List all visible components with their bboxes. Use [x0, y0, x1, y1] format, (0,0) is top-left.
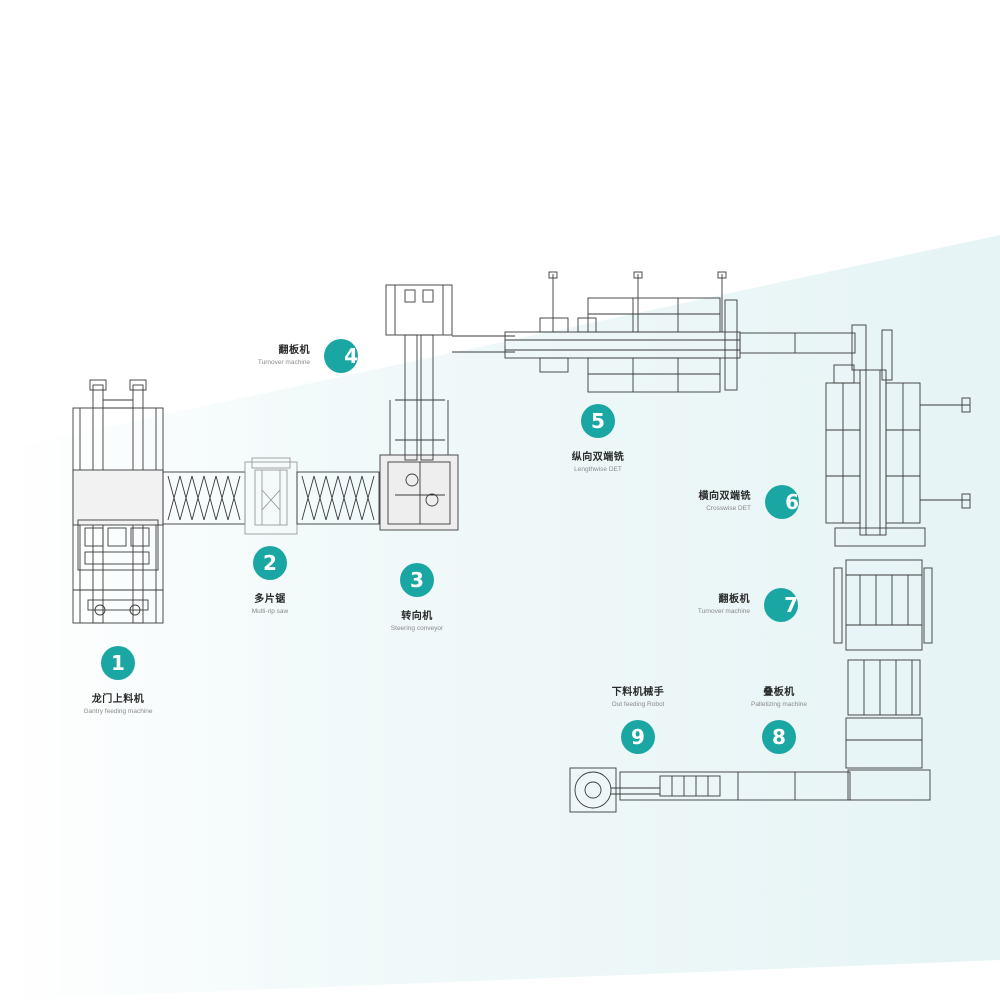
station-name-zh: 龙门上料机	[91, 694, 145, 705]
turnover-machine-tower-drawing	[385, 284, 453, 461]
station-badge: 7	[764, 588, 798, 622]
station-badge: 1	[101, 646, 135, 680]
infeed-conveyor-drawing	[162, 471, 246, 525]
station-name-zh: 纵向双端铣	[571, 452, 625, 463]
station-name-en: Turnover machine	[257, 359, 310, 366]
station-badge: 8	[762, 720, 796, 754]
station-name-en: Lengthwise DET	[574, 466, 622, 473]
station-2: 2 多片锯 Multi-rip saw	[170, 546, 370, 615]
station-name-en: Gantry feeding machine	[83, 708, 153, 715]
station-name-zh: 多片锯	[254, 594, 286, 605]
palletizing-machine-drawing	[845, 659, 931, 801]
outfeed-conveyor-drawing	[296, 471, 380, 525]
station-name-en: Turnover machine	[697, 608, 750, 615]
transfer-conveyor-drawing	[739, 324, 867, 371]
station-9: 下料机械手 Out feeding Robot 9	[538, 683, 738, 754]
station-name-zh: 翻板机	[718, 594, 750, 605]
station-name-en: Multi-rip saw	[251, 608, 289, 615]
station-1: 1 龙门上料机 Gantry feeding machine	[18, 646, 218, 715]
station-8: 叠板机 Palletizing machine 8	[679, 683, 879, 754]
gantry-feeding-machine-drawing	[72, 379, 164, 624]
station-badge: 5	[581, 404, 615, 438]
station-name-zh: 叠板机	[763, 687, 795, 698]
station-badge: 9	[621, 720, 655, 754]
station-name-en: Palletizing machine	[750, 701, 807, 708]
crosswise-det-drawing	[825, 329, 971, 547]
station-name-en: Steering conveyor	[390, 625, 444, 632]
station-name-zh: 横向双端铣	[698, 491, 751, 502]
station-name-zh: 转向机	[401, 611, 433, 622]
station-5: 5 纵向双端铣 Lengthwise DET	[498, 404, 698, 473]
station-badge: 3	[400, 563, 434, 597]
station-badge: 6	[765, 485, 799, 519]
station-3: 3 转向机 Steering conveyor	[317, 563, 517, 632]
lengthwise-det-drawing	[504, 271, 741, 393]
station-name-zh: 下料机械手	[611, 687, 665, 698]
turnover-machine-vertical-drawing	[833, 559, 933, 651]
multi-rip-saw-drawing	[244, 457, 298, 535]
out-feeding-robot-drawing	[569, 767, 660, 813]
station-name-en: Crosswise DET	[706, 505, 751, 512]
station-name-zh: 翻板机	[278, 345, 310, 356]
station-badge: 2	[253, 546, 287, 580]
station-name-en: Out feeding Robot	[611, 701, 665, 708]
bridge-conveyor-drawing	[452, 335, 515, 353]
outfeed-line-drawing	[619, 771, 851, 801]
station-badge: 4	[324, 339, 358, 373]
steering-conveyor-drawing	[379, 454, 459, 531]
